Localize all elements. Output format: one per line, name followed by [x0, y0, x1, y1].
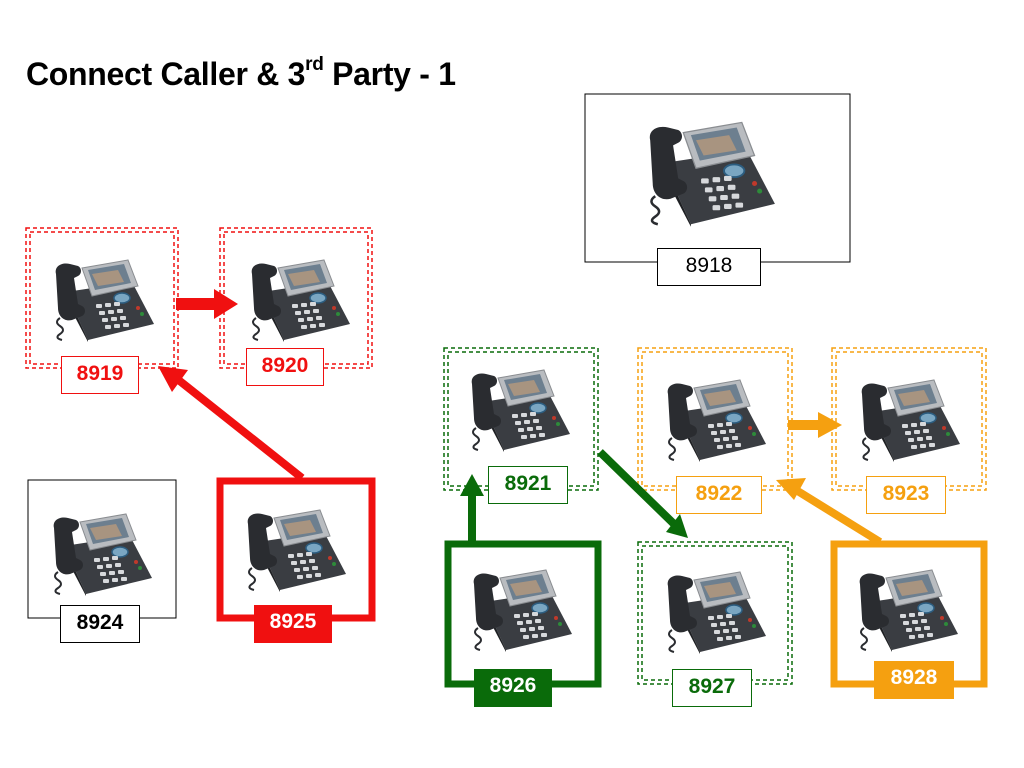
phone-icon — [48, 252, 158, 342]
phone-label-8925: 8925 — [254, 605, 332, 643]
phone-icon — [660, 372, 770, 462]
phone-icon — [852, 562, 962, 652]
arrow-8926-to-8921 — [460, 474, 484, 544]
phone-label-8920: 8920 — [246, 348, 324, 386]
arrow-8928-to-8922 — [776, 478, 883, 546]
phone-label-8927: 8927 — [672, 669, 752, 707]
phone-label-8919: 8919 — [61, 356, 139, 394]
arrow-8922-to-8923 — [788, 412, 842, 438]
phone-icon — [660, 564, 770, 654]
phone-icon — [240, 502, 350, 592]
phone-label-8928: 8928 — [874, 661, 954, 699]
phone-icon — [46, 506, 156, 596]
phone-label-8922: 8922 — [676, 476, 762, 514]
phone-icon — [464, 362, 574, 452]
arrow-8921-to-8927 — [597, 449, 688, 538]
title-superscript: rd — [305, 54, 324, 75]
phone-label-8918: 8918 — [657, 248, 761, 286]
arrow-8925-to-8919 — [158, 366, 305, 482]
phone-label-8926: 8926 — [474, 669, 552, 707]
phone-label-8924: 8924 — [60, 605, 140, 643]
phone-label-8921: 8921 — [488, 466, 568, 504]
phone-icon — [244, 252, 354, 342]
phone-icon — [854, 372, 964, 462]
arrow-8919-to-8920 — [176, 289, 238, 319]
phone-icon — [466, 562, 576, 652]
page-title: Connect Caller & 3rd Party - 1 — [26, 54, 456, 93]
phone-label-8923: 8923 — [866, 476, 946, 514]
title-text: Connect Caller & 3 — [26, 56, 306, 92]
title-tail: Party - 1 — [323, 56, 456, 92]
phone-icon — [640, 112, 780, 227]
